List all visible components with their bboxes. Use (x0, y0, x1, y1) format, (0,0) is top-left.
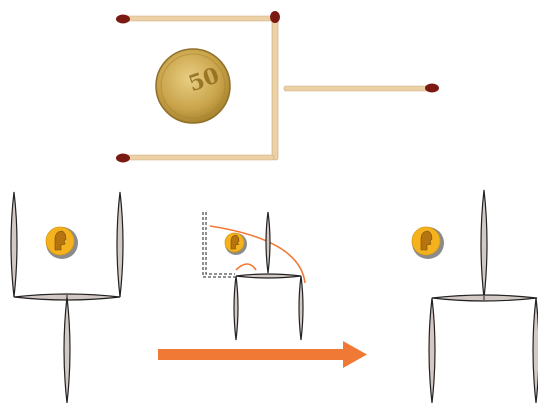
photo-match-top (116, 14, 275, 24)
transition-arrow (158, 341, 367, 368)
photo-match-handle (283, 83, 439, 93)
photo-match-vertical (270, 11, 280, 161)
diagram-start (10, 191, 124, 403)
coin-icon (224, 232, 247, 255)
photo-puzzle: 50 (116, 11, 439, 163)
stick-move-bottom-left (233, 275, 239, 341)
move-curve-outer (209, 225, 306, 284)
photo-coin: 50 (155, 48, 231, 124)
stick-right-top (480, 189, 488, 299)
coin-icon (45, 226, 78, 259)
stick-move-bottom-right (298, 275, 304, 341)
stick-left-bottom (63, 296, 71, 403)
stick-left-top-right (116, 191, 124, 298)
diagram-move (202, 211, 306, 341)
stick-right-bottom-left (428, 297, 436, 403)
stick-move-middle (235, 273, 302, 279)
move-curve-inner (235, 263, 257, 271)
stick-left-top-left (10, 191, 18, 298)
diagram-solution (411, 189, 538, 403)
stick-right-bottom-right (532, 297, 538, 403)
photo-match-bottom (116, 153, 275, 163)
stick-move-top (265, 211, 271, 274)
coin-icon (411, 226, 444, 259)
dashed-old-position (202, 212, 235, 278)
